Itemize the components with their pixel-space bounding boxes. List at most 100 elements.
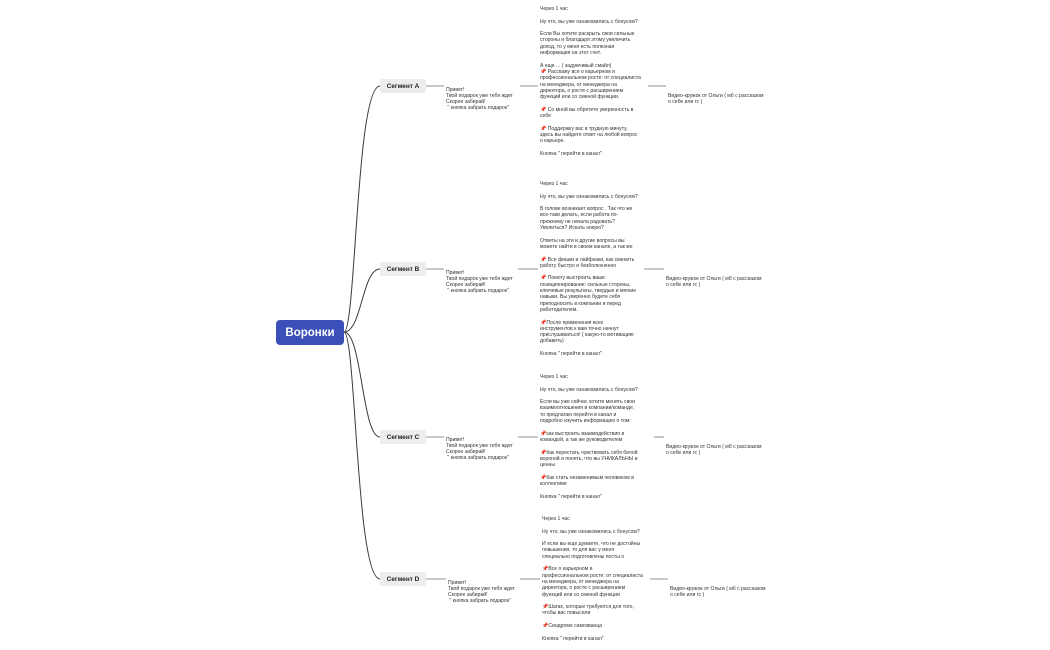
video-line: о себе или гс ) (666, 281, 701, 288)
funnel-line: 📌 Все фишки и лайфхаки, как сменить (540, 256, 635, 263)
funnel-line: прислушиваться! ( какую-то мотивацию (540, 332, 634, 339)
funnel-line: Через 1 час (540, 6, 568, 12)
segment-a-node[interactable]: Сегмент А (380, 79, 426, 93)
funnel-line: Ответы на эти и другие вопросы вы (540, 237, 625, 244)
funnel-line: В голове возникает вопрос . Так что же (540, 206, 633, 213)
video-line: Видео-кружок от Ольги ( мб с рассказом (670, 585, 766, 592)
segment-d-node[interactable]: Сегмент D (380, 572, 426, 586)
funnel-line: 📌как выстроить взаимодействия в (540, 430, 625, 437)
funnel-line: 📌После применения всех (540, 319, 604, 326)
funnel-line: Если Вы хотите раскрыть свои сильные (540, 31, 635, 38)
funnel-line: командой, а так же руководителем (540, 436, 623, 443)
link-root-segment-c (343, 331, 381, 438)
greeting-line: Твой подарок уже тебя ждет (446, 92, 513, 99)
link-root-segment-b (343, 268, 381, 333)
funnel-line: все-таки делать, если работа по- (540, 212, 619, 219)
funnel-line: профессиональном росте: от специалиста (542, 572, 643, 579)
funnel-line: позиционирование: сильные стороны, (540, 281, 631, 288)
funnel-line: Ну что, вы уже ознакомились с бонусом? (542, 528, 640, 535)
funnel-line: коллективе (540, 481, 567, 488)
funnel-line: 📌 Поддержку вас в трудную минуту, (540, 125, 628, 132)
funnel-line: Кнопка " перейти в канал" (540, 150, 602, 157)
funnel-line: профессиональном росте: от специалиста (540, 75, 641, 82)
funnel-line: навыки. Вы уверенно будете себя (540, 294, 621, 301)
funnel-line: функций или со сменой функции (542, 591, 620, 598)
greeting-line: " кнопка забрать подарок" (448, 598, 511, 605)
funnel-line: А еще ... ( задумчивый смайл) (540, 62, 612, 69)
video-line: Видео-кружок от Ольги ( мб с рассказом (668, 92, 764, 99)
funnel-line: повышения, то для вас у меня (542, 547, 615, 554)
greeting-line: Привет! (446, 86, 465, 93)
funnel-line: ценны (540, 462, 555, 469)
greeting-line: Скорее забирай! (448, 592, 488, 599)
funnel-line: Кнопка " перейти в канал" (542, 635, 604, 642)
funnel-line: доход, то у меня есть полезная (540, 43, 615, 50)
greeting-line: Скорее забирай! (446, 282, 486, 289)
funnel-line: 📌Шагах, которые требуются для того, (542, 604, 634, 611)
funnel-line: 📌 Помогу выстроить ваше (540, 275, 605, 282)
funnel-line: взаимоотношения в компании/команде, (540, 405, 635, 412)
link-root-segment-d (343, 331, 381, 580)
greeting-line: Скорее забирай! (446, 99, 486, 106)
segment-label: Сегмент D (386, 575, 420, 583)
funnel-line: на менеджера, от менеджера на (540, 81, 617, 88)
greeting-line: " кнопка забрать подарок" (446, 105, 509, 112)
funnel-line: 📌 Расскажу все о карьерном и (540, 68, 615, 75)
greeting-line: Скорее забирай! (446, 449, 486, 456)
funnel-line: работу быстро и безболезненно (540, 262, 617, 269)
funnel-line: Через 1 час (540, 374, 568, 380)
funnel-line: И если вы еще думаете, что не достойны (542, 541, 641, 548)
segment-label: Сегмент А (386, 82, 420, 90)
funnel-line: 📌Все о карьерном и (542, 566, 593, 573)
funnel-line: директора, о росте с расширением (542, 585, 626, 592)
greeting-line: " кнопка забрать подарок" (446, 455, 509, 462)
funnel-line: подробно изучить информацию о том: (540, 418, 631, 425)
funnel-line: Через 1 час (542, 516, 570, 522)
funnel-line: здесь вы найдете ответ на любой вопрос (540, 131, 638, 138)
root-node[interactable]: Воронки (276, 320, 344, 345)
funnel-line: Через 1 час (540, 181, 568, 187)
funnel-line: себе (540, 113, 552, 120)
funnel-line: стороны и благодаря этому увеличить (540, 37, 631, 44)
segment-c-funnel-text[interactable]: Через 1 час Ну что, вы уже ознакомились с… (540, 374, 638, 500)
funnel-line: Уволиться? Искать новую? (540, 225, 604, 232)
funnel-line: функций или со сменой функции. (540, 94, 620, 101)
funnel-line: вороной и понять, что вы УНИКАЛЬНЫ и (540, 455, 638, 462)
funnel-line: 📌Как перестать чувствовать себя белой (540, 449, 638, 456)
video-line: о себе или гс ) (670, 591, 705, 598)
funnel-line: ключевые результаты, твердые и мягкие (540, 288, 637, 295)
funnel-line: Ну что, вы уже ознакомились с бонусом? (540, 18, 638, 25)
greeting-line: Твой подарок уже тебя ждет (446, 442, 513, 449)
segment-d-funnel-text[interactable]: Через 1 час Ну что, вы уже ознакомились с… (542, 516, 643, 642)
funnel-line: можете найти в своем канале, а так же (540, 243, 633, 250)
funnel-line: добавить) (540, 338, 564, 345)
funnel-line: прежнему не начала радовать? (540, 218, 615, 225)
funnel-line: чтобы вас повысили (542, 610, 591, 617)
video-line: Видео-кружок от Ольги ( мб с рассказом (666, 443, 762, 450)
funnel-line: Если вы уже сейчас хотите менять свои (540, 399, 635, 406)
root-label: Воронки (285, 326, 335, 339)
funnel-line: на менеджера, от менеджера на (542, 578, 619, 585)
greeting-line: " кнопка забрать подарок" (446, 288, 509, 295)
greeting-line: Твой подарок уже тебя ждет (448, 585, 515, 592)
segment-c-node[interactable]: Сегмент С (380, 430, 426, 444)
segment-b-node[interactable]: Сегмент В (380, 262, 426, 276)
funnel-line: Кнопка " перейти в канал" (540, 493, 602, 500)
greeting-line: Привет! (448, 579, 467, 586)
funnel-line: Ну что, вы уже ознакомились с бонусом? (540, 386, 638, 393)
funnel-line: 📌Как стать незаменимым человеком в (540, 474, 634, 481)
segment-a-funnel-text[interactable]: Через 1 час Ну что, вы уже ознакомились с… (540, 6, 641, 157)
video-line: о себе или гс ) (666, 449, 701, 456)
segment-label: Сегмент С (386, 433, 420, 441)
